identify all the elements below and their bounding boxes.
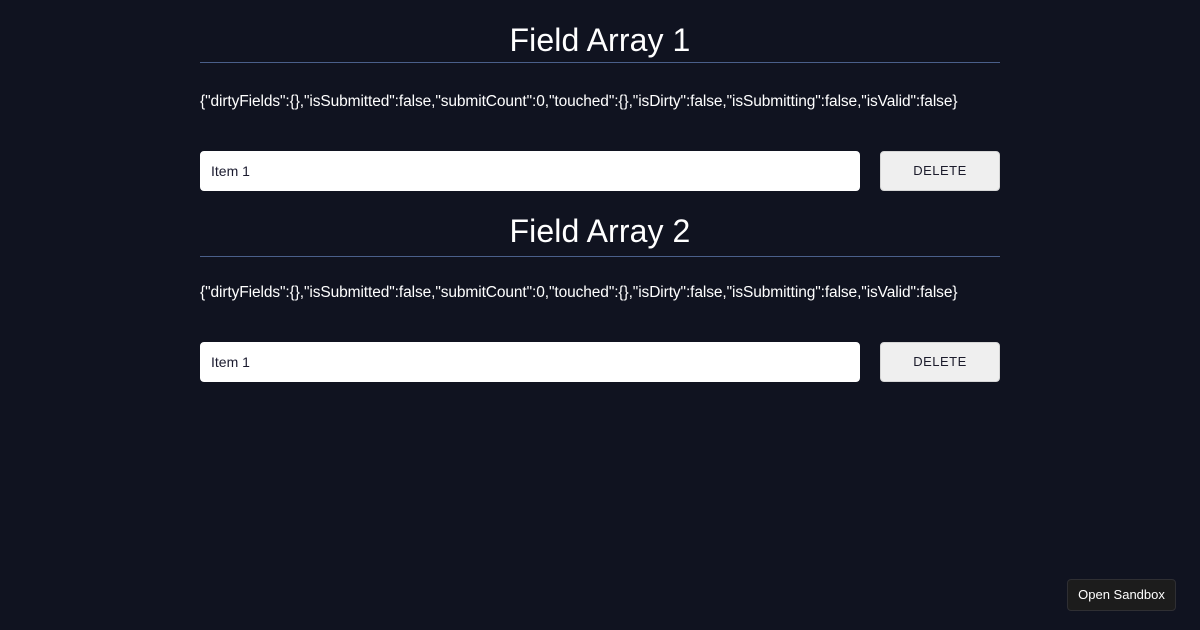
page-title-field-array-2: Field Array 2: [509, 213, 691, 249]
page-title-field-array-1: Field Array 1: [509, 22, 691, 58]
form-state-json-2: {"dirtyFields":{},"isSubmitted":false,"s…: [200, 284, 958, 301]
field-array-row-1: DELETE: [200, 151, 1000, 191]
delete-button-1[interactable]: DELETE: [880, 151, 1000, 191]
open-sandbox-button[interactable]: Open Sandbox: [1067, 579, 1176, 611]
field-input-1[interactable]: [200, 151, 860, 191]
section-divider-2: [200, 256, 1000, 257]
field-array-row-2: DELETE: [200, 342, 1000, 382]
form-state-json-1: {"dirtyFields":{},"isSubmitted":false,"s…: [200, 93, 958, 110]
section-divider-1: [200, 62, 1000, 63]
field-input-2[interactable]: [200, 342, 860, 382]
delete-button-2[interactable]: DELETE: [880, 342, 1000, 382]
